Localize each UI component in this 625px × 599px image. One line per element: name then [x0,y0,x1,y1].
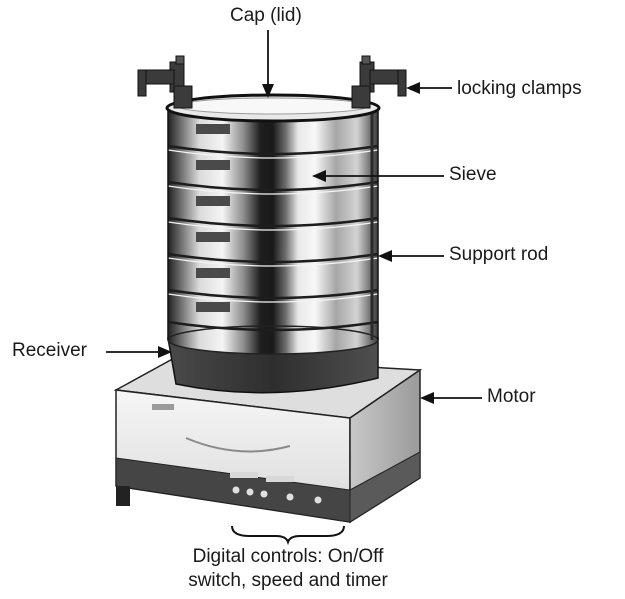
display-segment-1 [230,472,258,478]
sieve-labels [196,124,230,312]
start-button-icon [286,493,294,501]
front-groove [185,437,291,453]
controls-label-line1: Digital controls: On/Off [192,546,384,567]
motor-base [113,355,423,524]
display-segment-2 [266,476,294,482]
clamps-arrowhead [406,82,420,94]
speed-button-icon [246,488,254,496]
sieve-rings [167,144,379,332]
callout-arrows [106,30,482,404]
locking-clamps-label: locking clamps [457,78,582,99]
brand-logo [152,404,174,410]
sieve-label: Sieve [449,164,497,185]
on-off-button-icon [232,486,240,494]
stop-button-icon [314,496,322,504]
locking-clamp-left [137,55,193,109]
cap-arrowhead [262,84,274,98]
receiver-label: Receiver [12,340,87,361]
support-rod-label: Support rod [449,244,549,265]
controls-brace [231,525,345,546]
rod-arrowhead [378,250,392,262]
motor-label: Motor [487,386,536,407]
motor-arrowhead [420,392,434,404]
sieve-arrowhead [312,170,326,182]
locking-clamp-right [351,55,407,109]
sieve-stack [165,93,381,355]
controls-label-line2: switch, speed and timer [188,570,388,591]
receiver-arrowhead [158,346,172,358]
cap-label: Cap (lid) [230,5,302,26]
timer-button-icon [260,490,268,498]
